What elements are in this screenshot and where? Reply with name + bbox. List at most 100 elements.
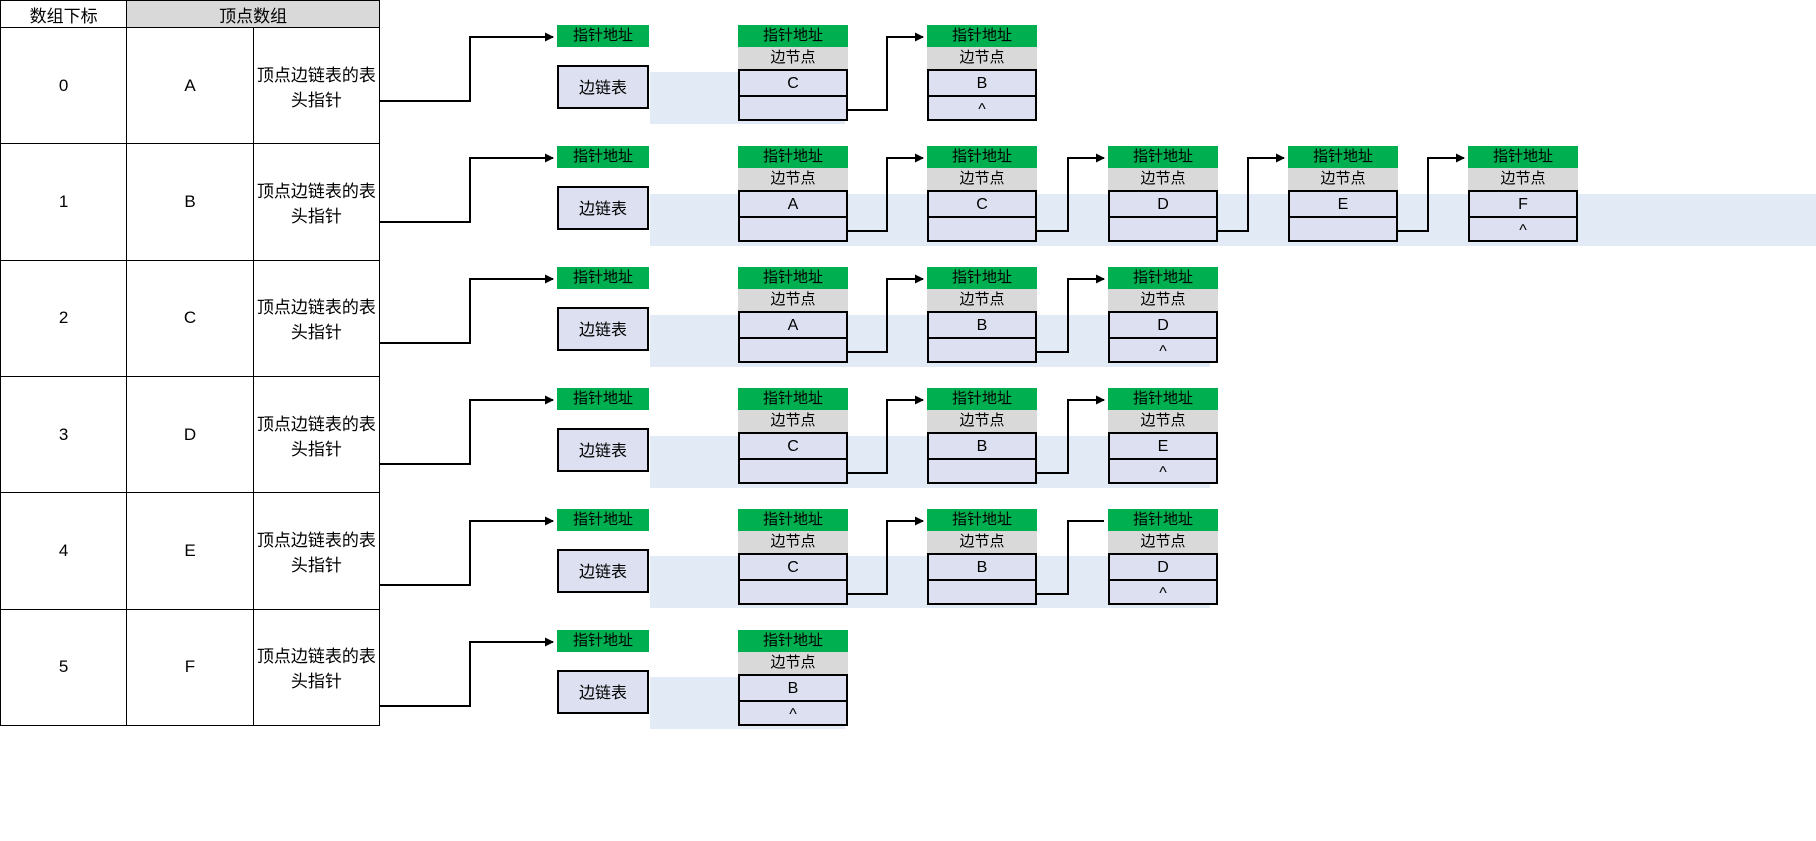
node-header-label: 指针地址 xyxy=(1108,509,1218,531)
head-node-label-1: 指针地址 xyxy=(557,146,649,168)
node-header-label: 指针地址 xyxy=(927,509,1037,531)
col-header-index: 数组下标 xyxy=(0,0,128,28)
node-header-label: 指针地址 xyxy=(1108,388,1218,410)
edge-node-r1-n0: 指针地址 边节点 A xyxy=(738,146,848,242)
node-header-label: 指针地址 xyxy=(1288,146,1398,168)
row-index-2: 2 xyxy=(0,259,128,377)
node-header-label: 指针地址 xyxy=(927,25,1037,47)
edge-list-box-4: 边链表 xyxy=(557,549,649,593)
edge-node-r2-n1: 指针地址 边节点 B xyxy=(927,267,1037,363)
node-header-label: 指针地址 xyxy=(738,146,848,168)
node-pointer-cell xyxy=(738,579,848,605)
wire-table-to-head-1 xyxy=(380,153,554,223)
edge-node-r1-n2: 指针地址 边节点 D xyxy=(1108,146,1218,242)
edge-list-box-3: 边链表 xyxy=(557,428,649,472)
row-vertex-4: E xyxy=(126,492,254,610)
node-value-cell: F xyxy=(1468,190,1578,216)
table-row: 1 B 顶点边链表的表头指针 xyxy=(0,143,381,261)
node-value-cell: B xyxy=(927,553,1037,579)
row-index-3: 3 xyxy=(0,375,128,494)
node-null-cell: ^ xyxy=(1108,458,1218,484)
col-header-vertex: 顶点数组 xyxy=(126,0,380,28)
edge-node-r1-n3: 指针地址 边节点 E xyxy=(1288,146,1398,242)
edge-node-r4-n0: 指针地址 边节点 C xyxy=(738,509,848,605)
row-index-1: 1 xyxy=(0,143,128,261)
node-subheader-label: 边节点 xyxy=(738,410,848,432)
node-subheader-label: 边节点 xyxy=(927,410,1037,432)
node-subheader-label: 边节点 xyxy=(738,47,848,69)
edge-node-r4-n2: 指针地址 边节点 D ^ xyxy=(1108,509,1218,605)
edge-node-r3-n2: 指针地址 边节点 E ^ xyxy=(1108,388,1218,484)
table-row: 4 E 顶点边链表的表头指针 xyxy=(0,492,381,610)
row-vertex-2: C xyxy=(126,259,254,377)
node-subheader-label: 边节点 xyxy=(738,652,848,674)
table-row: 0 A 顶点边链表的表头指针 xyxy=(0,26,381,145)
head-node-row-0: 指针地址 边链表 xyxy=(557,25,649,109)
head-node-row-4: 指针地址 边链表 xyxy=(557,509,649,593)
table-row: 2 C 顶点边链表的表头指针 xyxy=(0,259,381,377)
table-row: 5 F 顶点边链表的表头指针 xyxy=(0,608,381,727)
head-node-label-0: 指针地址 xyxy=(557,25,649,47)
table-row: 3 D 顶点边链表的表头指针 xyxy=(0,375,381,494)
node-null-cell: ^ xyxy=(1468,216,1578,242)
edge-list-box-5: 边链表 xyxy=(557,670,649,714)
node-subheader-label: 边节点 xyxy=(1108,531,1218,553)
wire-table-to-head-4 xyxy=(380,516,554,586)
node-value-cell: B xyxy=(927,432,1037,458)
node-header-label: 指针地址 xyxy=(1468,146,1578,168)
node-pointer-cell xyxy=(927,216,1037,242)
edge-node-r3-n0: 指针地址 边节点 C xyxy=(738,388,848,484)
node-subheader-label: 边节点 xyxy=(927,289,1037,311)
edge-list-box-1: 边链表 xyxy=(557,186,649,230)
node-value-cell: B xyxy=(738,674,848,700)
node-value-cell: C xyxy=(738,69,848,95)
node-subheader-label: 边节点 xyxy=(1108,410,1218,432)
edge-node-r2-n0: 指针地址 边节点 A xyxy=(738,267,848,363)
row-pointer-4: 顶点边链表的表头指针 xyxy=(252,492,381,610)
node-header-label: 指针地址 xyxy=(927,146,1037,168)
edge-node-r0-n0: 指针地址 边节点 C xyxy=(738,25,848,121)
node-header-label: 指针地址 xyxy=(927,388,1037,410)
row-index-5: 5 xyxy=(0,608,128,727)
head-node-row-2: 指针地址 边链表 xyxy=(557,267,649,351)
node-pointer-cell xyxy=(738,95,848,121)
node-value-cell: E xyxy=(1108,432,1218,458)
row-vertex-1: B xyxy=(126,143,254,261)
row-pointer-0: 顶点边链表的表头指针 xyxy=(252,26,381,145)
node-value-cell: A xyxy=(738,190,848,216)
head-node-row-1: 指针地址 边链表 xyxy=(557,146,649,230)
row-index-0: 0 xyxy=(0,26,128,145)
node-header-label: 指针地址 xyxy=(738,509,848,531)
node-header-label: 指针地址 xyxy=(927,267,1037,289)
node-pointer-cell xyxy=(738,458,848,484)
node-subheader-label: 边节点 xyxy=(1288,168,1398,190)
node-pointer-cell xyxy=(1288,216,1398,242)
node-subheader-label: 边节点 xyxy=(927,168,1037,190)
node-subheader-label: 边节点 xyxy=(738,531,848,553)
row-index-4: 4 xyxy=(0,492,128,610)
edge-node-r3-n1: 指针地址 边节点 B xyxy=(927,388,1037,484)
wire-table-to-head-3 xyxy=(380,395,554,465)
edge-list-box-0: 边链表 xyxy=(557,65,649,109)
node-subheader-label: 边节点 xyxy=(738,168,848,190)
edge-node-r1-n4: 指针地址 边节点 F ^ xyxy=(1468,146,1578,242)
head-node-label-3: 指针地址 xyxy=(557,388,649,410)
node-subheader-label: 边节点 xyxy=(1468,168,1578,190)
head-node-label-5: 指针地址 xyxy=(557,630,649,652)
node-pointer-cell xyxy=(738,337,848,363)
head-node-label-2: 指针地址 xyxy=(557,267,649,289)
node-pointer-cell xyxy=(1108,216,1218,242)
node-pointer-cell xyxy=(927,458,1037,484)
node-value-cell: B xyxy=(927,311,1037,337)
table-header-row: 数组下标 顶点数组 xyxy=(0,0,380,28)
wire-r0-n0-to-n1 xyxy=(848,32,924,111)
row-vertex-3: D xyxy=(126,375,254,494)
edge-list-box-2: 边链表 xyxy=(557,307,649,351)
node-header-label: 指针地址 xyxy=(738,630,848,652)
row-pointer-2: 顶点边链表的表头指针 xyxy=(252,259,381,377)
row-vertex-0: A xyxy=(126,26,254,145)
node-header-label: 指针地址 xyxy=(738,388,848,410)
node-subheader-label: 边节点 xyxy=(927,47,1037,69)
edge-node-r4-n1: 指针地址 边节点 B xyxy=(927,509,1037,605)
